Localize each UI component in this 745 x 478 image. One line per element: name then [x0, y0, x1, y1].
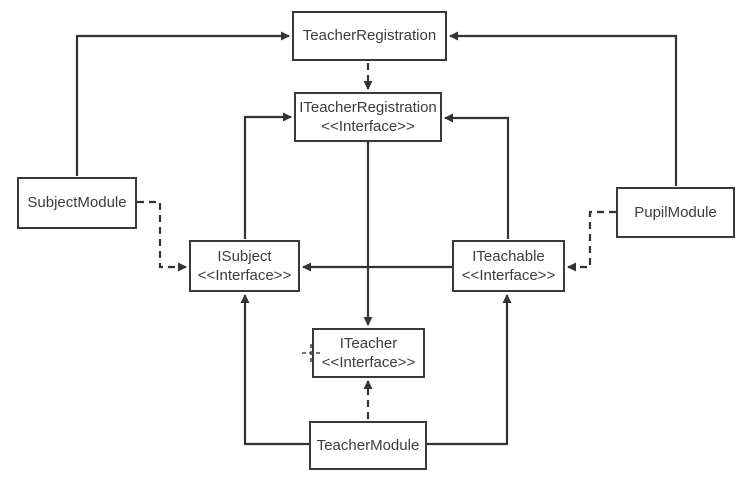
node-label: TeacherRegistration — [302, 27, 437, 45]
node-label: ITeacher — [339, 334, 398, 352]
node-isubject: ISubject <<Interface>> — [189, 240, 300, 292]
edge-teachermodule-iteachable — [427, 294, 512, 446]
edge-pupilmodule-teacherregistration — [449, 31, 678, 186]
node-stereotype: <<Interface>> — [197, 267, 292, 284]
edge-teachermodule-isubject — [240, 294, 309, 446]
edge-pupilmodule-iteachable — [567, 210, 616, 272]
node-pupil-module: PupilModule — [616, 187, 735, 238]
node-stereotype: <<Interface>> — [321, 354, 416, 371]
node-stereotype: <<Interface>> — [461, 267, 556, 284]
node-iteacher-registration: ITeacherRegistration <<Interface>> — [294, 92, 442, 142]
edge-iteachable-iteacherregistration — [444, 113, 510, 239]
node-label: TeacherModule — [316, 436, 420, 454]
node-iteacher: ITeacher <<Interface>> — [312, 328, 425, 378]
edge-subjectmodule-isubject — [137, 200, 187, 272]
edge-subjectmodule-teacherregistration — [75, 31, 290, 176]
node-iteachable: ITeachable <<Interface>> — [452, 240, 565, 292]
node-label: PupilModule — [634, 203, 717, 221]
node-label: ITeacherRegistration — [299, 98, 437, 116]
node-subject-module: SubjectModule — [17, 177, 137, 229]
node-label: ISubject — [217, 247, 272, 265]
node-label: ITeachable — [472, 247, 545, 265]
edge-isubject-iteacherregistration — [243, 112, 292, 239]
node-teacher-module: TeacherModule — [309, 421, 427, 470]
node-teacher-registration: TeacherRegistration — [292, 11, 447, 61]
node-stereotype: <<Interface>> — [321, 118, 415, 135]
node-label: SubjectModule — [27, 194, 127, 212]
